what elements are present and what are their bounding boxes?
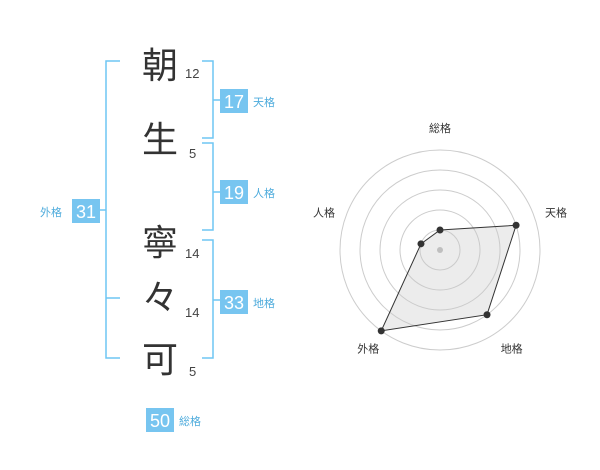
radar-ring — [399, 209, 481, 291]
chikaku-label: 地格 — [253, 296, 275, 310]
soukaku-label: 総格 — [179, 414, 201, 428]
stroke-count-5: 5 — [189, 364, 196, 379]
radar-point-2 — [512, 221, 520, 229]
gaikaku-badge: 31 外格 — [40, 199, 100, 223]
radar-axis-label-3: 地格 — [501, 342, 523, 356]
name-char-5: 可 — [142, 340, 178, 381]
radar-ring — [339, 149, 541, 351]
tenkaku-badge: 17 天格 — [220, 89, 275, 113]
radar-point-3 — [483, 311, 491, 319]
radar-point-5 — [417, 240, 425, 248]
stroke-count-1: 12 — [185, 66, 199, 81]
gaikaku-value: 31 — [76, 202, 96, 222]
radar-axis-label-2: 天格 — [545, 205, 567, 219]
radar-point-1 — [436, 226, 444, 234]
jinkaku-badge: 19 人格 — [220, 180, 275, 204]
chikaku-badge: 33 地格 — [220, 290, 275, 314]
soukaku-badge: 50 総格 — [146, 408, 201, 432]
chikaku-bracket — [202, 239, 220, 359]
jinkaku-bracket — [202, 142, 220, 231]
radar-axis-label-1: 総格 — [429, 121, 451, 135]
stroke-count-4: 14 — [185, 305, 199, 320]
name-char-3: 寧 — [142, 223, 178, 264]
tenkaku-label: 天格 — [253, 95, 275, 109]
radar-ring — [379, 189, 501, 311]
jinkaku-value: 19 — [224, 183, 244, 203]
radar-area — [380, 224, 517, 332]
jinkaku-label: 人格 — [253, 186, 275, 200]
chikaku-value: 33 — [224, 293, 244, 313]
name-char-1: 朝 — [142, 46, 178, 87]
name-char-4: 々 — [142, 278, 178, 319]
tenkaku-value: 17 — [224, 92, 244, 112]
gaikaku-label: 外格 — [40, 205, 62, 219]
soukaku-value: 50 — [150, 411, 170, 431]
radar-ring — [359, 169, 521, 331]
radar-axis-label-5: 人格 — [313, 205, 335, 219]
stroke-count-2: 5 — [189, 146, 196, 161]
tenkaku-bracket — [202, 60, 220, 139]
radar-center — [437, 247, 443, 253]
radar-axis-label-4: 外格 — [357, 342, 379, 356]
name-char-2: 生 — [142, 120, 178, 161]
radar-point-4 — [377, 327, 385, 335]
stroke-count-3: 14 — [185, 246, 199, 261]
